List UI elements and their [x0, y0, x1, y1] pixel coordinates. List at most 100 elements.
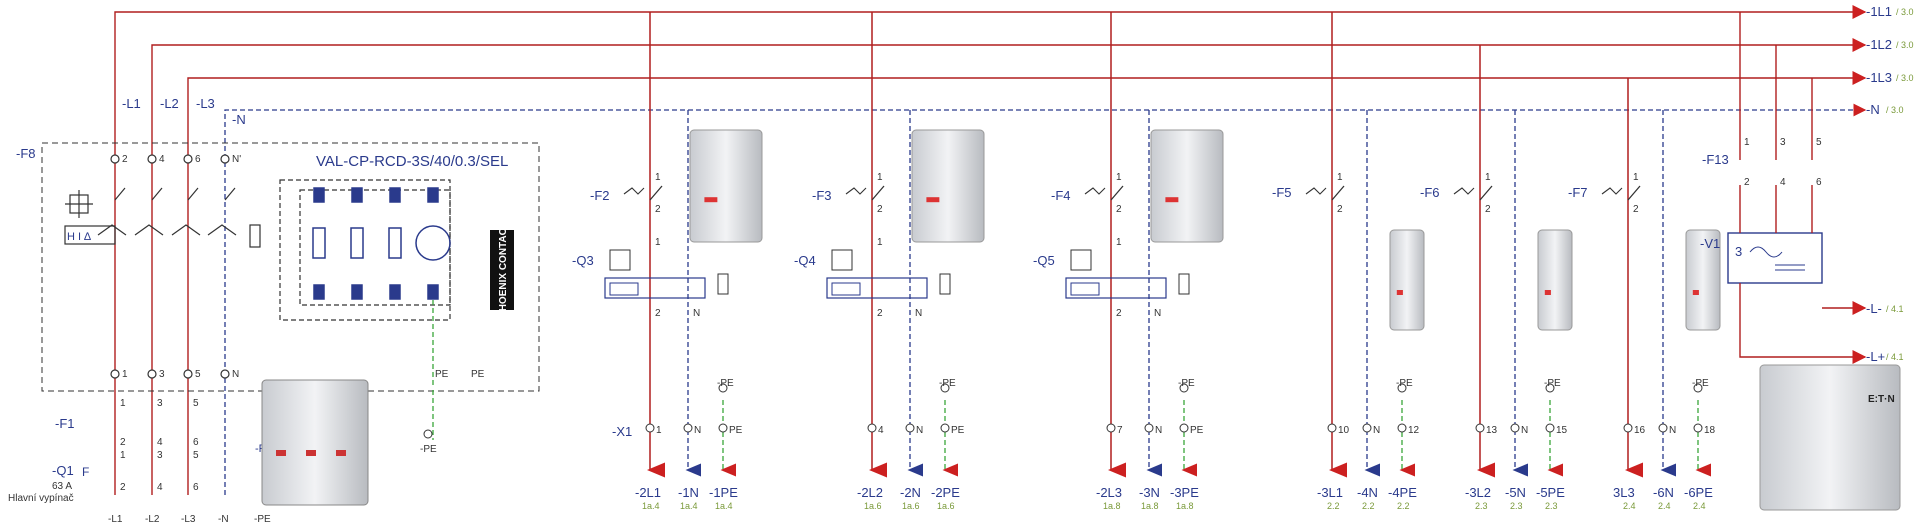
svg-text:N: N — [232, 369, 239, 380]
pin-label: 1 — [1485, 172, 1491, 183]
svg-text:N': N' — [232, 154, 241, 165]
pin-label: 1 — [1633, 172, 1639, 183]
q1-breaker-windows — [276, 450, 346, 456]
svg-text:3: 3 — [157, 450, 163, 461]
svg-text:1: 1 — [1744, 137, 1750, 148]
pin-label: 2 — [1116, 308, 1122, 319]
svg-text:1: 1 — [120, 398, 126, 409]
eaton-psu-photo — [1759, 364, 1901, 511]
supply-section: -F8 -L1 -L2 -L3 -N VAL-CP-RCD-3S/40/0.3/… — [8, 96, 540, 525]
pin-label: 2 — [1116, 204, 1122, 215]
svg-text:4: 4 — [157, 482, 163, 493]
svg-text:PHOENIX CONTACT: PHOENIX CONTACT — [498, 222, 509, 318]
ref-label: 2.3 — [1545, 501, 1558, 511]
supply-l1-label: -L1 — [122, 96, 141, 111]
terminal-label: PE — [729, 425, 743, 436]
eaton-logo: E:T·N — [1868, 394, 1895, 405]
pin-label: 1 — [1116, 237, 1122, 248]
supply-l3-label: -L3 — [196, 96, 215, 111]
terminal-label: N — [1373, 425, 1380, 436]
bus-l3-line — [187, 71, 1867, 495]
v1-label: -V1 — [1700, 236, 1720, 251]
f8-label: -F8 — [16, 146, 36, 161]
bottom-label: -2L3 — [1096, 485, 1122, 500]
bottom-label: -2L2 — [857, 485, 883, 500]
terminal-label: PE — [951, 425, 965, 436]
rcd-breaker-label: -F2 — [590, 188, 610, 203]
svg-text:6: 6 — [195, 154, 201, 165]
bus-l1-line — [114, 5, 1867, 495]
svg-text:3: 3 — [1780, 137, 1786, 148]
bus-ref-lplus: / 4.1 — [1886, 352, 1904, 362]
ref-label: 2.2 — [1327, 501, 1340, 511]
svg-text:-PE: -PE — [420, 444, 437, 455]
supply-l2-label: -L2 — [160, 96, 179, 111]
supply-feed-labels: -L1 -L2 -L3 -N -PE — [108, 514, 271, 525]
q1-label: -Q1 — [52, 463, 74, 478]
supply-n-label: -N — [232, 112, 246, 127]
pe-label: -PE — [717, 378, 734, 389]
rcd-device-photo — [689, 129, 763, 243]
svg-text:4: 4 — [1780, 177, 1786, 188]
bottom-label: -3PE — [1170, 485, 1199, 500]
terminal-label: PE — [1190, 425, 1204, 436]
svg-text:1: 1 — [122, 369, 128, 380]
svg-text:PE: PE — [435, 369, 449, 380]
svg-text:1: 1 — [120, 450, 126, 461]
pin-label: 1 — [1116, 172, 1122, 183]
rcd-q-label: -Q4 — [794, 253, 816, 268]
f1-label: -F1 — [55, 416, 75, 431]
bottom-label: 3L3 — [1613, 485, 1635, 500]
rcd-q-label: -Q3 — [572, 253, 594, 268]
pin-label: N — [915, 308, 922, 319]
terminal-label: 13 — [1486, 425, 1498, 436]
bottom-label: -1N — [678, 485, 699, 500]
bus-ref-l2: / 3.0 — [1896, 40, 1914, 50]
terminal-label: 10 — [1338, 425, 1350, 436]
svg-text:6: 6 — [1816, 177, 1822, 188]
bottom-label: -6N — [1653, 485, 1674, 500]
rcd-breaker-label: -F3 — [812, 188, 832, 203]
mcb-device-photo — [1389, 229, 1425, 331]
bottom-label: -3N — [1139, 485, 1160, 500]
pin-label: 2 — [877, 204, 883, 215]
pin-label: N — [1154, 308, 1161, 319]
bus-label-lminus: -L- — [1866, 301, 1882, 316]
mcb-breaker-label: -F5 — [1272, 185, 1292, 200]
bus-label-l3: -1L3 — [1866, 70, 1892, 85]
ref-label: 2.4 — [1693, 501, 1706, 511]
svg-text:6: 6 — [193, 437, 199, 448]
ref-label: 1a.4 — [642, 501, 660, 511]
pe-label: -PE — [1544, 378, 1561, 389]
bottom-label: -2N — [900, 485, 921, 500]
pin-label: 1 — [655, 237, 661, 248]
terminal-label: 7 — [1117, 425, 1123, 436]
svg-text:4: 4 — [159, 154, 165, 165]
svg-text:5: 5 — [193, 398, 199, 409]
bottom-label: -5PE — [1536, 485, 1565, 500]
ref-label: 2.2 — [1362, 501, 1375, 511]
svg-text:-PE: -PE — [254, 514, 271, 525]
bottom-label: -2L1 — [635, 485, 661, 500]
terminal-label: N — [916, 425, 923, 436]
svg-text:2: 2 — [1744, 177, 1750, 188]
pin-label: 2 — [1337, 204, 1343, 215]
rcd-symbol: H I ∆ — [67, 231, 91, 243]
f1-q1-pins: 1 3 5 2 4 6 1 3 5 2 4 6 — [120, 398, 199, 493]
pin-label: 2 — [655, 308, 661, 319]
bus-ref-l1: / 3.0 — [1896, 7, 1914, 17]
ref-label: 2.4 — [1623, 501, 1636, 511]
q1-breaker-photo — [261, 379, 369, 506]
ref-label: 2.3 — [1510, 501, 1523, 511]
f8-contacts — [64, 154, 451, 379]
pin-label: 1 — [877, 172, 883, 183]
pin-label: 1 — [655, 172, 661, 183]
bus-refs: / 3.0 / 3.0 / 3.0 / 3.0 / 4.1 / 4.1 — [1886, 7, 1914, 362]
ref-label: 1a.8 — [1141, 501, 1159, 511]
bus-label-n: -N — [1866, 102, 1880, 117]
rcd-device-photo — [1150, 129, 1224, 243]
spd-cells — [312, 187, 451, 300]
